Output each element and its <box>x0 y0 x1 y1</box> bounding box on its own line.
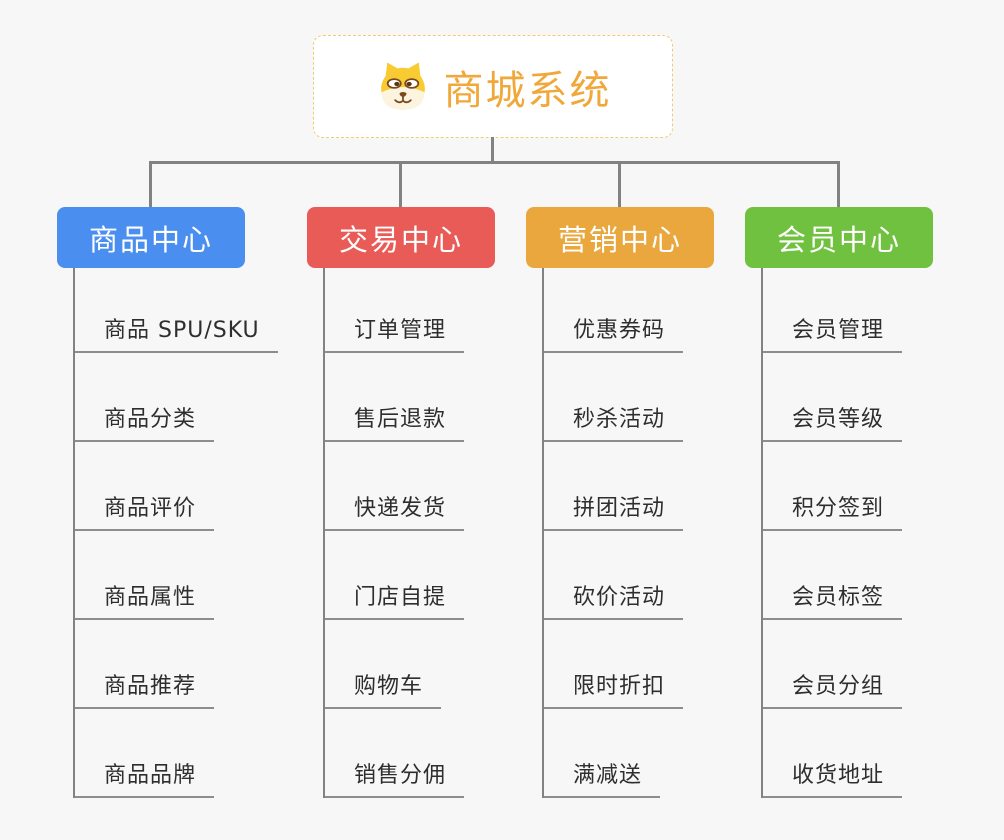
branch-node-1[interactable]: 商品中心 <box>57 207 245 268</box>
child-node[interactable]: 会员等级 <box>763 353 903 442</box>
child-node[interactable]: 商品属性 <box>75 531 278 620</box>
connector-branch-2 <box>399 161 402 208</box>
connector-branch-3 <box>618 161 621 208</box>
child-node-label: 会员标签 <box>763 579 903 620</box>
child-list-4: 会员管理会员等级积分签到会员标签会员分组收货地址 <box>761 268 903 798</box>
child-node[interactable]: 购物车 <box>325 620 464 709</box>
child-node-label: 收货地址 <box>763 757 903 798</box>
child-node-label: 销售分佣 <box>325 757 465 798</box>
child-node-label: 商品评价 <box>75 490 215 531</box>
root-title: 商城系统 <box>443 67 612 114</box>
connector-branch-1 <box>149 161 152 208</box>
child-node-label: 商品属性 <box>75 579 215 620</box>
child-node[interactable]: 商品 SPU/SKU <box>75 268 278 353</box>
child-node-label: 秒杀活动 <box>544 401 684 442</box>
child-node-label: 订单管理 <box>325 312 465 353</box>
child-list-3: 优惠券码秒杀活动拼团活动砍价活动限时折扣满减送 <box>542 268 684 798</box>
child-node-label: 商品品牌 <box>75 757 215 798</box>
child-node-label: 满减送 <box>544 757 661 798</box>
doge-face-icon <box>375 59 431 115</box>
child-node[interactable]: 商品品牌 <box>75 709 278 798</box>
child-node-label: 快递发货 <box>325 490 465 531</box>
child-node-label: 商品推荐 <box>75 668 215 709</box>
child-node-label: 商品分类 <box>75 401 215 442</box>
branch-node-4[interactable]: 会员中心 <box>745 207 933 268</box>
child-node[interactable]: 砍价活动 <box>544 531 684 620</box>
child-node-label: 会员管理 <box>763 312 903 353</box>
child-node[interactable]: 订单管理 <box>325 268 465 353</box>
child-node[interactable]: 商品评价 <box>75 442 278 531</box>
child-node[interactable]: 限时折扣 <box>544 620 684 709</box>
child-node-label: 会员分组 <box>763 668 903 709</box>
child-node[interactable]: 商品分类 <box>75 353 278 442</box>
child-node[interactable]: 商品推荐 <box>75 620 278 709</box>
connector-root-stem <box>491 137 494 163</box>
child-node[interactable]: 会员管理 <box>763 268 903 353</box>
child-list-2: 订单管理售后退款快递发货门店自提购物车销售分佣 <box>323 268 465 798</box>
child-node-label: 会员等级 <box>763 401 903 442</box>
root-node[interactable]: 商城系统 <box>313 35 673 138</box>
child-node[interactable]: 销售分佣 <box>325 709 465 798</box>
child-node-label: 商品 SPU/SKU <box>75 312 278 353</box>
child-node-label: 限时折扣 <box>544 668 684 709</box>
child-node[interactable]: 会员标签 <box>763 531 903 620</box>
child-node-label: 优惠券码 <box>544 312 684 353</box>
child-node[interactable]: 优惠券码 <box>544 268 684 353</box>
connector-horizontal-rail <box>150 161 840 164</box>
child-node-label: 拼团活动 <box>544 490 684 531</box>
child-node[interactable]: 售后退款 <box>325 353 465 442</box>
child-node[interactable]: 满减送 <box>544 709 683 798</box>
child-node[interactable]: 收货地址 <box>763 709 903 798</box>
child-node[interactable]: 会员分组 <box>763 620 903 709</box>
child-node-label: 门店自提 <box>325 579 465 620</box>
child-node[interactable]: 秒杀活动 <box>544 353 684 442</box>
child-node[interactable]: 快递发货 <box>325 442 465 531</box>
child-node-label: 购物车 <box>325 668 442 709</box>
branch-node-2[interactable]: 交易中心 <box>307 207 495 268</box>
child-node[interactable]: 积分签到 <box>763 442 903 531</box>
connector-branch-4 <box>837 161 840 208</box>
child-node[interactable]: 拼团活动 <box>544 442 684 531</box>
child-node-label: 砍价活动 <box>544 579 684 620</box>
branch-node-3[interactable]: 营销中心 <box>526 207 714 268</box>
child-node-label: 积分签到 <box>763 490 903 531</box>
child-node[interactable]: 门店自提 <box>325 531 465 620</box>
child-node-label: 售后退款 <box>325 401 465 442</box>
child-list-1: 商品 SPU/SKU 商品分类商品评价商品属性商品推荐商品品牌 <box>73 268 278 798</box>
